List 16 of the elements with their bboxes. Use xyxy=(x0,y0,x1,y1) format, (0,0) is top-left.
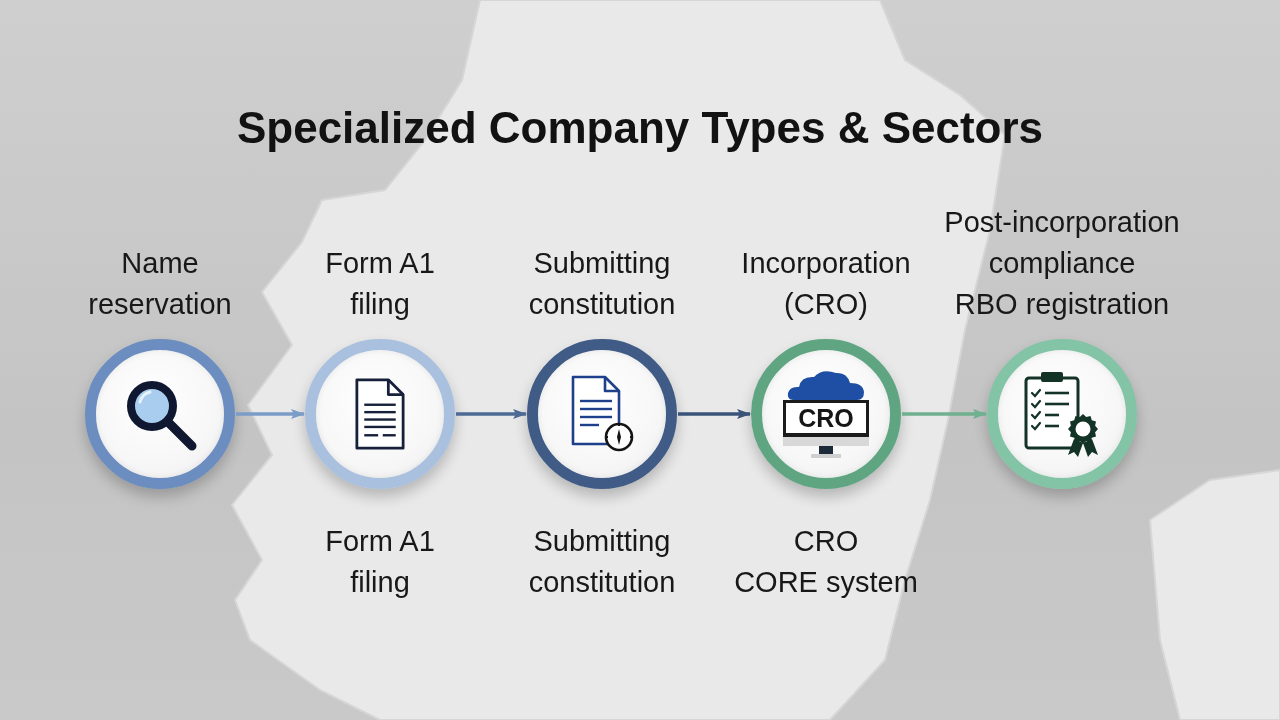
step-label: RBO registration xyxy=(953,287,1171,322)
step-label: Name reservation xyxy=(87,246,233,322)
step-label: Incorporation (CRO) xyxy=(740,246,912,322)
step-note: Submitting constitution xyxy=(527,524,677,600)
arrow xyxy=(456,409,527,419)
arrow xyxy=(902,409,987,419)
step-note: CRO xyxy=(792,524,860,559)
screen-label: CRO xyxy=(783,399,869,437)
step-note: CORE system xyxy=(733,565,919,600)
arrow xyxy=(236,409,305,419)
arrow xyxy=(678,409,751,419)
step-label: Submitting constitution xyxy=(527,246,677,322)
step-label: Form A1 filing xyxy=(324,246,436,322)
diagram-title: Specialized Company Types & Sectors xyxy=(236,102,1044,154)
step-label: Post-incorporation compliance xyxy=(943,205,1181,281)
step-note: Form A1 filing xyxy=(324,524,436,600)
